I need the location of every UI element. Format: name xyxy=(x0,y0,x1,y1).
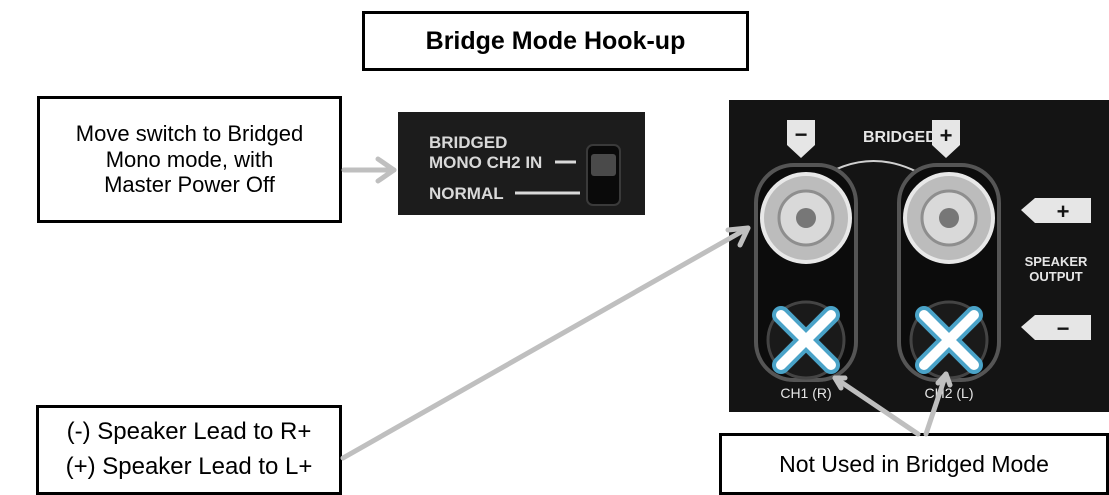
output-minus-label: − xyxy=(1057,316,1070,341)
unused-ch1-arrow xyxy=(832,375,921,437)
ch1-not-used-x-icon xyxy=(772,306,840,374)
bridged-plus-label: + xyxy=(940,123,953,148)
not-used-text: Not Used in Bridged Mode xyxy=(779,450,1049,477)
bridged-minus-label: − xyxy=(795,122,808,147)
bridged-panel-label: BRIDGED xyxy=(863,129,937,146)
speaker-terminal-panel: − BRIDGED + CH1 (R) CH2 (L) + SPEAKER OU… xyxy=(729,100,1109,412)
speaker-lead-box: (-) Speaker Lead to R+ (+) Speaker Lead … xyxy=(36,405,342,495)
ch1-post-hole xyxy=(796,208,816,228)
speaker-lead-text: (-) Speaker Lead to R+ (+) Speaker Lead … xyxy=(65,418,313,480)
switch-arrow xyxy=(341,156,397,184)
output-plus-label: + xyxy=(1057,199,1070,224)
switch-label-normal: NORMAL xyxy=(429,184,504,203)
unused-ch2-arrow xyxy=(923,371,953,437)
bridged-minus-marker xyxy=(787,120,815,158)
mode-switch-panel: BRIDGED MONO CH2 IN NORMAL xyxy=(398,112,645,215)
not-used-box: Not Used in Bridged Mode xyxy=(719,433,1109,495)
switch-instruction-box: Move switch to Bridged Mono mode, with M… xyxy=(37,96,342,223)
output-plus-marker xyxy=(1021,198,1091,223)
diagram-title: Bridge Mode Hook-up xyxy=(425,26,686,55)
ch2-not-used-x-icon xyxy=(915,306,983,374)
speaker-output-label-2: OUTPUT xyxy=(1029,269,1083,284)
bridged-plus-marker xyxy=(932,120,960,158)
switch-toggle xyxy=(591,154,616,176)
ch2-post-hole xyxy=(939,208,959,228)
switch-instruction-text: Move switch to Bridged Mono mode, with M… xyxy=(75,121,304,198)
ch1-label: CH1 (R) xyxy=(780,385,831,401)
switch-label-mono: MONO CH2 IN xyxy=(429,153,542,172)
speaker-output-label-1: SPEAKER xyxy=(1025,254,1088,269)
output-minus-marker xyxy=(1021,315,1091,340)
speaker-lead-arrow xyxy=(340,225,751,461)
switch-label-bridged: BRIDGED xyxy=(429,133,507,152)
title-box: Bridge Mode Hook-up xyxy=(362,11,749,71)
